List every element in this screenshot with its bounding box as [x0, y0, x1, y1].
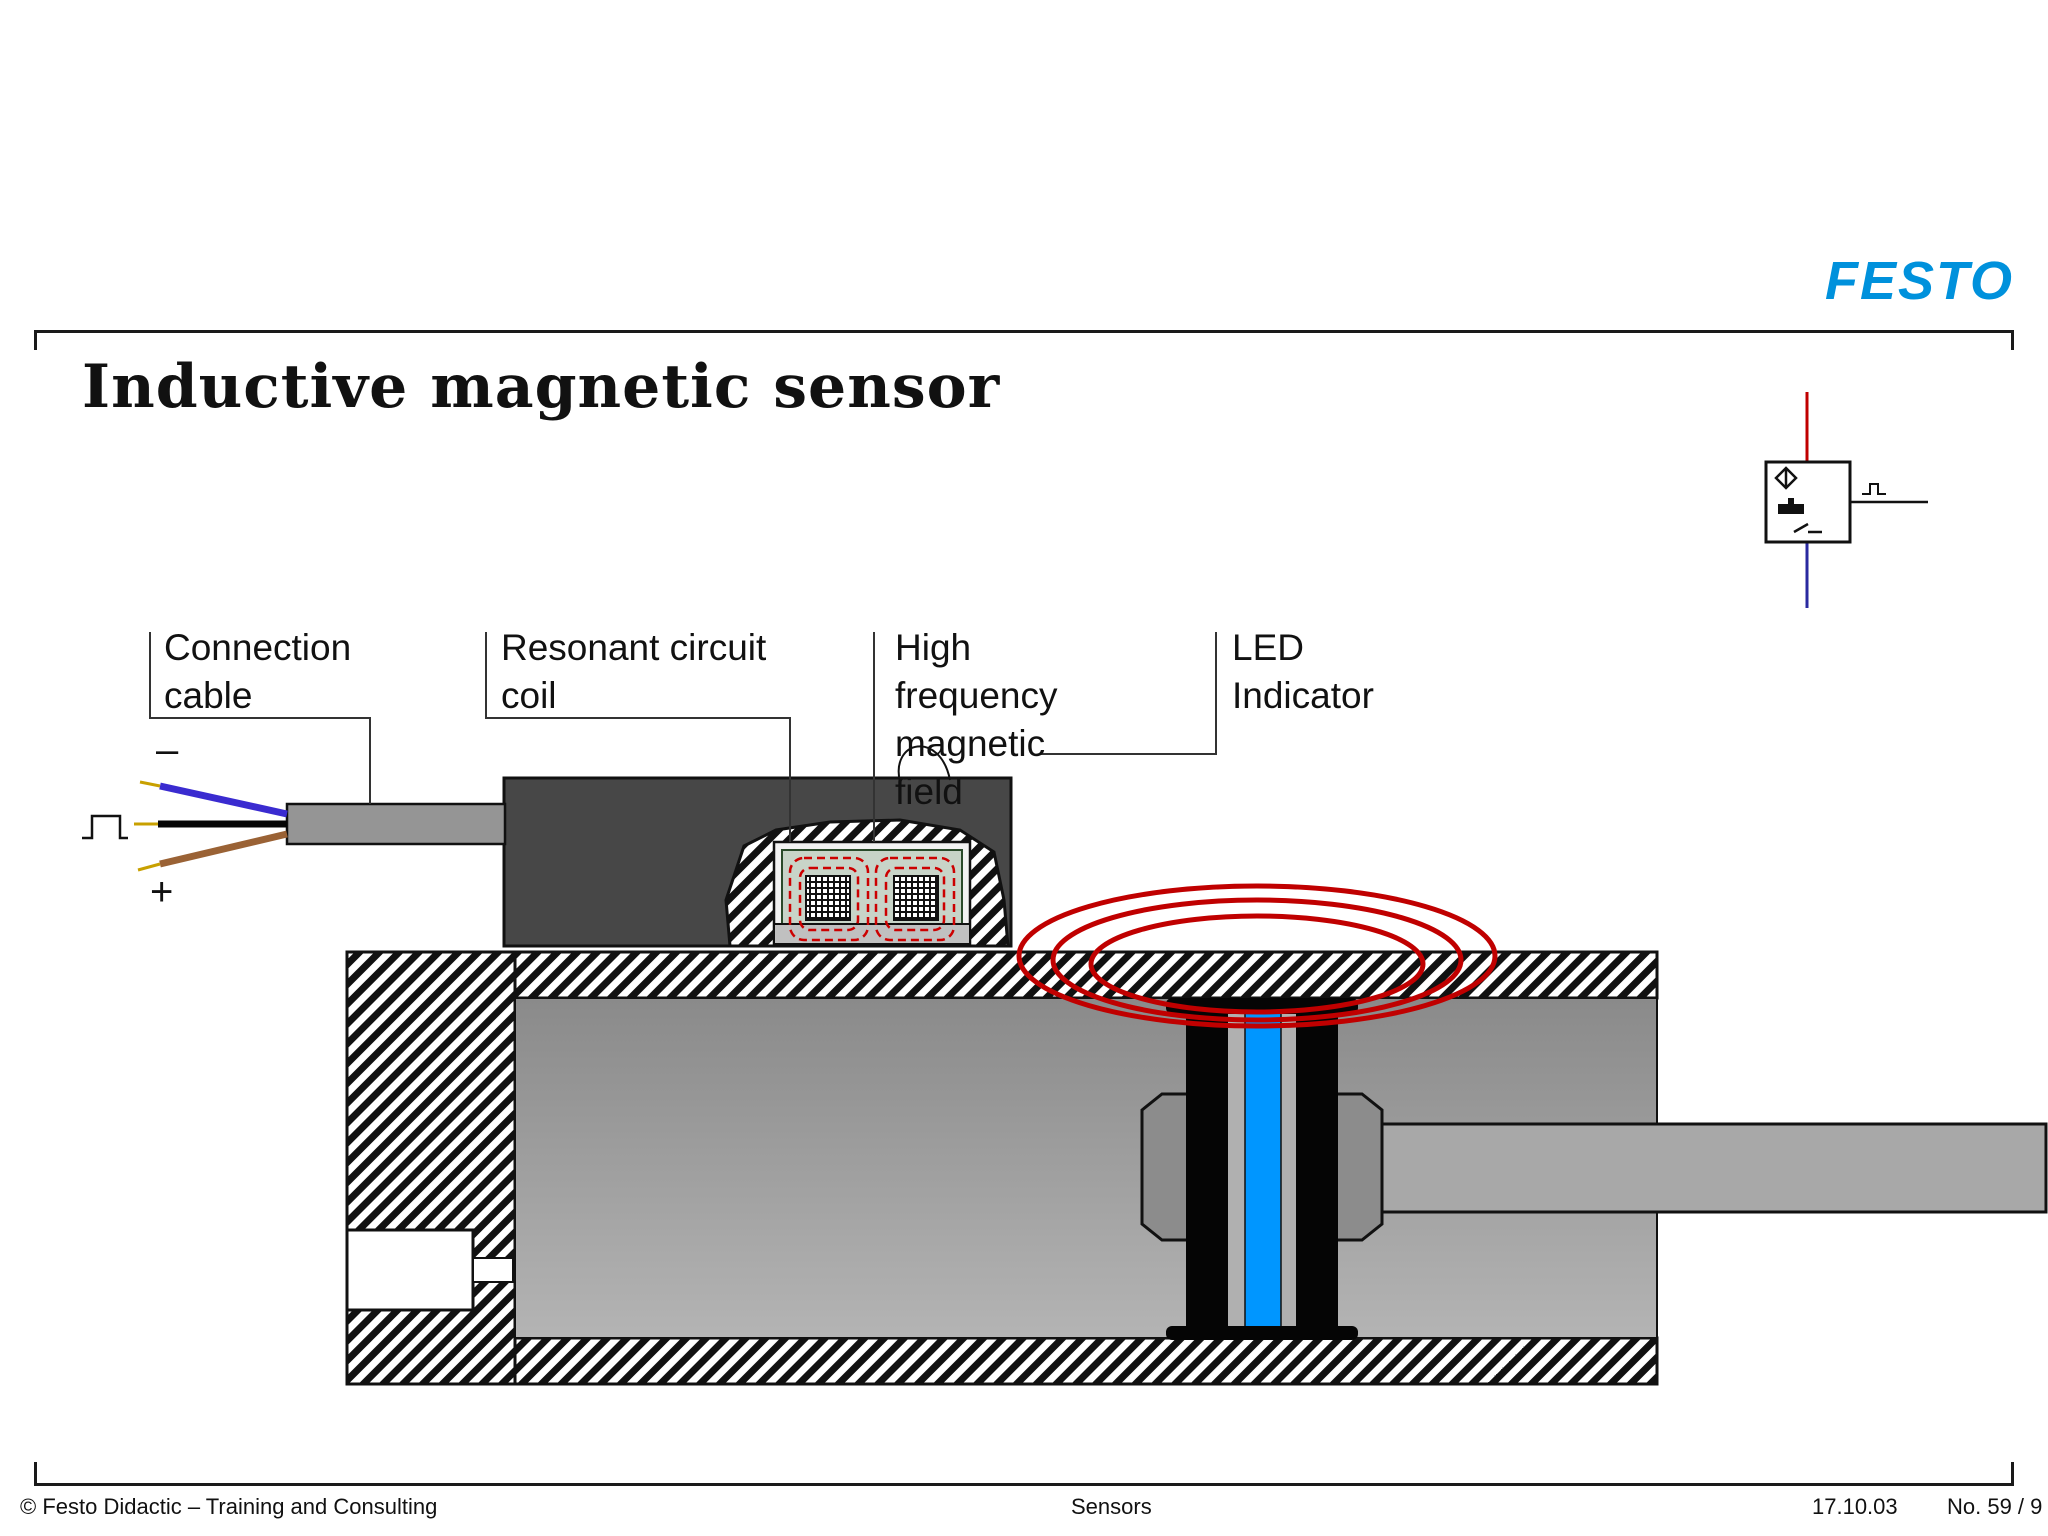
header-rule [34, 330, 2014, 350]
footer-section: Sensors [1071, 1494, 1152, 1519]
wire-minus-label: – [156, 728, 179, 772]
sensor-housing [502, 776, 1013, 948]
leader-lines [149, 632, 1217, 842]
hf-field-label: High frequency magnetic field [895, 627, 1058, 812]
page-title: Inductive magnetic sensor [82, 352, 1001, 422]
festo-logo: FESTO [1824, 251, 2014, 311]
magnetic-field [1016, 883, 1498, 1029]
wire-plus-label: + [150, 870, 174, 914]
footer-rule [34, 1462, 2014, 1486]
sensor-symbol [1764, 392, 1928, 608]
resonant-coil-label: Resonant circuit coil [501, 627, 767, 716]
footer-page-number: No. 59 / 9 [1947, 1494, 2043, 1519]
footer-date: 17.10.03 [1812, 1494, 1898, 1519]
footer-copyright: © Festo Didactic – Training and Consulti… [20, 1494, 438, 1519]
connection-cable [82, 780, 507, 872]
led-indicator-label: LED Indicator [1232, 627, 1374, 716]
connection-cable-label: Connection cable [164, 627, 352, 716]
